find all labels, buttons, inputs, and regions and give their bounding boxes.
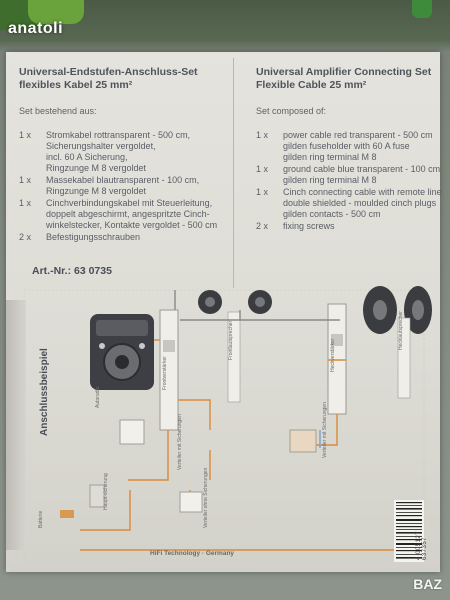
list-item: 1 x ground cable blue transparent - 100 … bbox=[256, 164, 444, 186]
list-item: 1 x Massekabel blautransparent - 100 cm,… bbox=[19, 175, 231, 197]
english-intro: Set composed of: bbox=[256, 106, 327, 116]
item-qty: 2 x bbox=[256, 221, 269, 231]
german-description: Universal-Endstufen-Anschluss-Set flexib… bbox=[19, 66, 231, 244]
label-verteiler-ohne: Verteiler ohne Sicherungen bbox=[203, 467, 209, 528]
label-verteiler-mit-1: Verteiler mit Sicherungen bbox=[177, 414, 183, 470]
label-frontlautsprecher: Frontlautsprecher bbox=[228, 320, 234, 360]
barcode-number: 4 005127 637357 bbox=[416, 530, 428, 560]
rear-amplifier bbox=[327, 303, 347, 415]
item-qty: 1 x bbox=[256, 187, 269, 197]
item-desc: power cable red transparent - 500 cm gil… bbox=[283, 130, 433, 162]
item-qty: 1 x bbox=[19, 198, 32, 208]
front-speakers bbox=[198, 290, 272, 403]
item-desc: Massekabel blautransparent - 100 cm, Rin… bbox=[46, 175, 200, 196]
list-item: 1 x Stromkabel rottransparent - 500 cm, … bbox=[19, 130, 231, 174]
english-title-2: Flexible Cable 25 mm² bbox=[256, 79, 367, 91]
column-divider bbox=[233, 58, 234, 288]
item-qty: 1 x bbox=[19, 175, 32, 185]
item-desc: fixing screws bbox=[283, 221, 335, 231]
list-item: 1 x Cinch connecting cable with remote l… bbox=[256, 187, 444, 220]
diagram-footer: HiFi Technology · Germany bbox=[150, 550, 235, 557]
label-haupt-sicherung: Haupt-sicherung bbox=[103, 473, 109, 510]
label-autoradio: Autoradio bbox=[95, 386, 101, 408]
list-item: 1 x Cinchverbindungskabel mit Steuerleit… bbox=[19, 198, 231, 231]
diagram-frame bbox=[23, 289, 425, 561]
article-number: Art.-Nr.: 63 0735 bbox=[32, 265, 112, 277]
item-desc: ground cable blue transparent - 100 cm g… bbox=[283, 164, 441, 185]
german-item-list: 1 x Stromkabel rottransparent - 500 cm, … bbox=[19, 130, 231, 243]
item-qty: 1 x bbox=[19, 130, 32, 140]
item-desc: Befestigungsschrauben bbox=[46, 232, 141, 242]
watermark-text: anatoli bbox=[8, 20, 64, 37]
list-item: 2 x Befestigungsschrauben bbox=[19, 232, 231, 243]
rear-speakers bbox=[363, 286, 432, 399]
barcode-bars bbox=[396, 502, 422, 559]
item-qty: 1 x bbox=[256, 164, 269, 174]
brand-watermark: BAZ bbox=[413, 576, 442, 592]
connection-diagram bbox=[23, 286, 432, 561]
item-desc: Cinchverbindungskabel mit Steuerleitung,… bbox=[46, 198, 218, 230]
label-frontverstaerker: Frontverstärker bbox=[162, 356, 168, 390]
english-description: Universal Amplifier Connecting Set Flexi… bbox=[256, 66, 444, 233]
item-qty: 2 x bbox=[19, 232, 32, 242]
list-item: 2 x fixing screws bbox=[256, 221, 444, 232]
list-item: 1 x power cable red transparent - 500 cm… bbox=[256, 130, 444, 163]
english-item-list: 1 x power cable red transparent - 500 cm… bbox=[256, 130, 444, 232]
battery-icon bbox=[60, 510, 74, 518]
item-desc: Cinch connecting cable with remote line … bbox=[283, 187, 442, 219]
front-amplifier bbox=[159, 309, 179, 431]
label-hecklautsprecher: Hecklautsprecher bbox=[398, 311, 404, 350]
item-qty: 1 x bbox=[256, 130, 269, 140]
german-intro: Set bestehend aus: bbox=[19, 106, 97, 116]
logo-tab-right bbox=[412, 0, 432, 18]
barcode bbox=[394, 500, 424, 562]
english-title-1: Universal Amplifier Connecting Set bbox=[256, 66, 432, 78]
label-verteiler-mit-2: Verteiler mit Sicherungen bbox=[322, 402, 328, 458]
panel-fold-shadow bbox=[6, 300, 26, 550]
label-heckverstaerker: Heckverstärker bbox=[330, 338, 336, 372]
label-batterie: Batterie bbox=[38, 510, 44, 528]
brand-logo-tab bbox=[28, 0, 84, 24]
german-title-1: Universal-Endstufen-Anschluss-Set bbox=[19, 66, 198, 78]
diagram-heading: Anschlussbeispiel bbox=[39, 348, 50, 436]
distributors bbox=[89, 419, 317, 513]
german-title-2: flexibles Kabel 25 mm² bbox=[19, 79, 133, 91]
autoradio-image bbox=[90, 314, 154, 390]
item-desc: Stromkabel rottransparent - 500 cm, Sich… bbox=[46, 130, 191, 173]
